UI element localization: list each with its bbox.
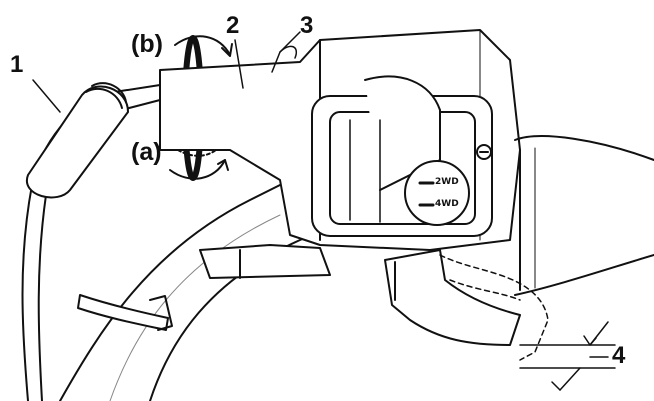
leader-2 <box>234 39 244 89</box>
level-window <box>404 160 470 226</box>
callout-2: 2 <box>226 12 240 39</box>
grip <box>514 135 654 296</box>
brake-lever <box>384 249 521 346</box>
leader-lines <box>32 31 609 358</box>
callout-a: (a) <box>131 138 162 166</box>
handlebar-tube <box>59 174 321 401</box>
callout-1: 1 <box>10 51 24 78</box>
callout-b: (b) <box>131 30 163 58</box>
lower-clamp <box>199 244 331 279</box>
callout-3: 3 <box>300 12 314 39</box>
reservoir-window <box>311 75 493 237</box>
mark-2wd: 2WD <box>435 177 459 187</box>
callout-4: 4 <box>612 342 626 369</box>
dimension-4 <box>519 321 616 391</box>
leader-1 <box>32 79 61 113</box>
mark-4wd: 4WD <box>435 199 459 209</box>
hose-clamp <box>77 294 173 331</box>
brake-hose <box>21 82 206 401</box>
lever-dashed-position <box>439 254 549 361</box>
